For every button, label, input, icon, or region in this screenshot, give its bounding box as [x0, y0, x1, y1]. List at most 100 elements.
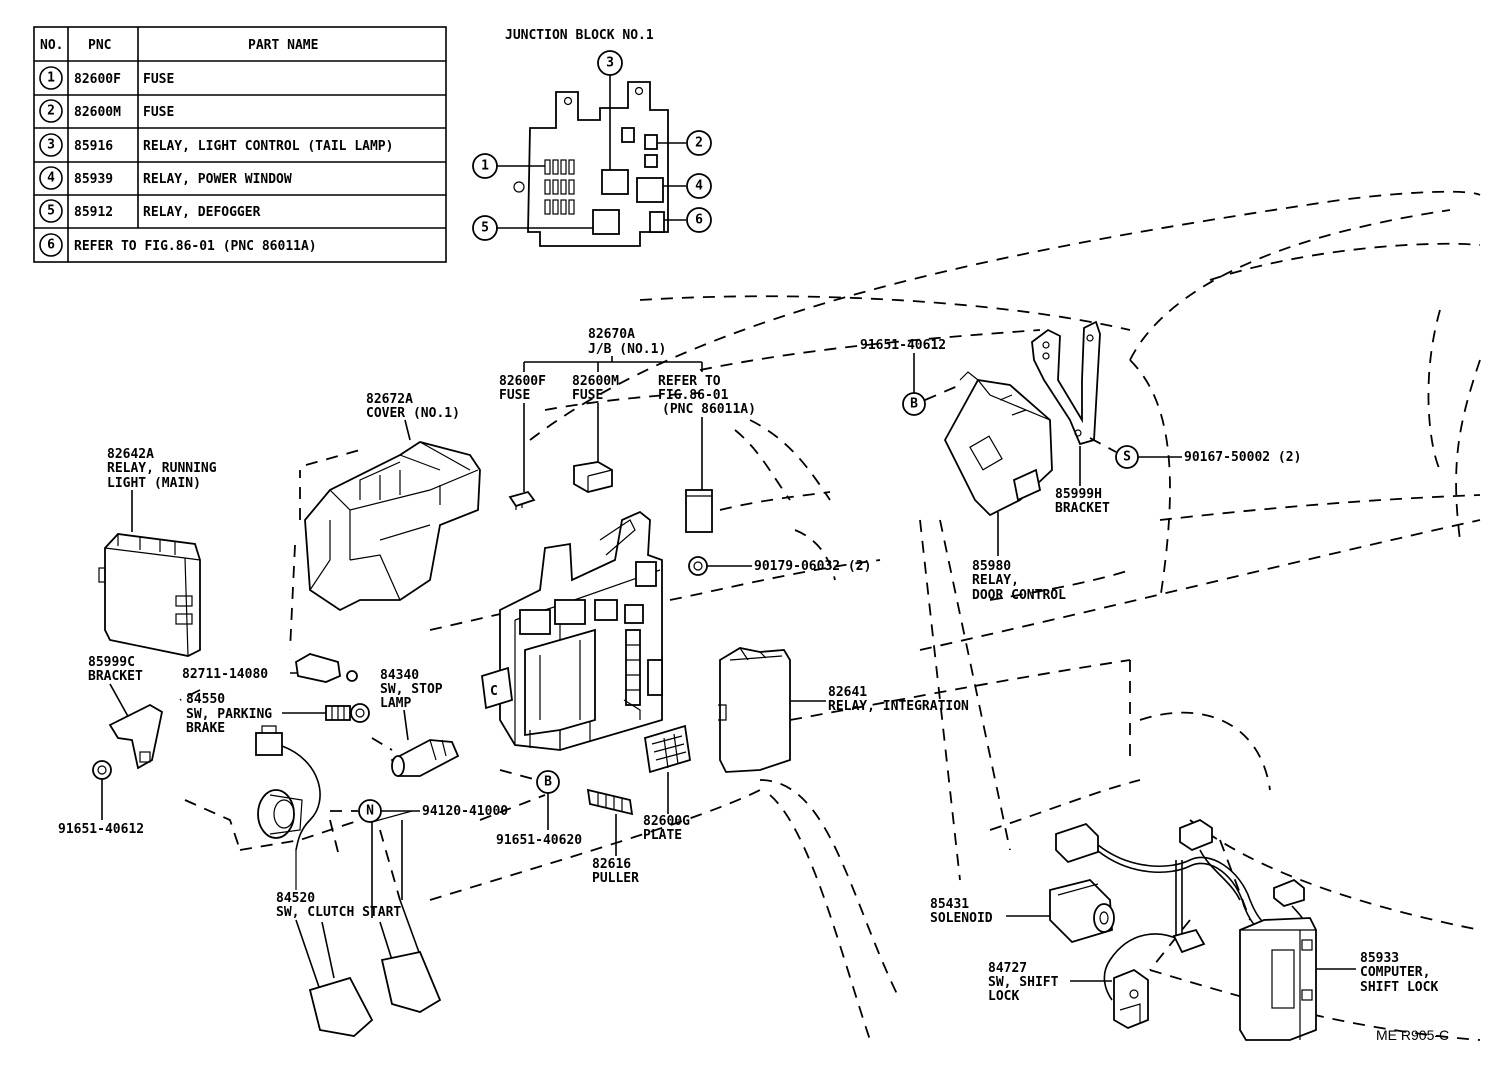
table-row-name: RELAY, POWER WINDOW: [143, 172, 292, 187]
sw-clutch-start: 84520 SW, CLUTCH START: [255, 725, 442, 1037]
bolt-center-pnc: 91651-40620: [496, 833, 582, 848]
shift-sw-name1: SW, SHIFT: [988, 975, 1059, 990]
plate-name: PLATE: [643, 828, 682, 843]
stop-pnc: 84340: [380, 668, 419, 683]
table-row-no: 1: [47, 71, 55, 86]
table-header-no: NO.: [40, 38, 63, 53]
table-row-pnc: 85939: [74, 172, 113, 187]
computer-name1: COMPUTER,: [1360, 965, 1430, 980]
stop-name2: LAMP: [380, 696, 411, 711]
cover-name: COVER (NO.1): [366, 406, 460, 421]
table-row-pnc: 82600F: [74, 72, 121, 87]
puller-name: PULLER: [592, 871, 639, 886]
puller-82616: 82616 PULLER: [586, 788, 639, 886]
bracket-right-name: BRACKET: [1055, 501, 1110, 516]
junction-callout: 1: [481, 159, 489, 174]
sw-parking-brake: 84550 SW, PARKING BRAKE: [186, 692, 370, 736]
junction-block-inset: JUNCTION BLOCK NO.1 1 2 3 4: [472, 28, 712, 247]
bracket-right-pnc: 85999H: [1055, 487, 1102, 502]
marker-b-right: B: [910, 397, 918, 412]
stop-name1: SW, STOP: [380, 682, 443, 697]
solenoid-pnc: 85431: [930, 897, 969, 912]
jb-part-number: 82670A: [588, 327, 635, 342]
solenoid-name: SOLENOID: [930, 911, 993, 926]
junction-callout: 4: [695, 179, 703, 194]
fuse-f-name: FUSE: [499, 388, 530, 403]
clip2-pnc: 90179-06032 (2): [754, 559, 871, 574]
integration-name: RELAY, INTEGRATION: [828, 699, 969, 714]
fuse-m-pnc: 82600M: [572, 374, 619, 389]
door-name1: RELAY,: [972, 573, 1019, 588]
table-row-no: 6: [47, 238, 55, 253]
junction-callout: 6: [695, 213, 703, 228]
bolt-left-pnc: 91651-40612: [58, 822, 144, 837]
nut-94120: N 94120-41000: [330, 799, 508, 823]
body-outline: [179, 190, 1481, 1041]
fuse-m-name: FUSE: [572, 388, 603, 403]
computer-pnc: 85933: [1360, 951, 1399, 966]
relay-run-name1: RELAY, RUNNING: [107, 461, 217, 476]
clip-90179: 90179-06032 (2): [688, 556, 871, 576]
table-header-pnc: PNC: [88, 38, 111, 53]
relay-86011a: [685, 489, 713, 533]
parking-pnc: 84550: [186, 692, 225, 707]
reference-code: ME R905-C: [1376, 1027, 1449, 1043]
clutch-pnc: 84520: [276, 891, 315, 906]
marker-c: C: [490, 684, 498, 699]
shift-lock-system: 85431 SOLENOID 84727 SW, SHIFT LOCK 8593…: [930, 818, 1438, 1041]
relay-run-name2: LIGHT (MAIN): [107, 476, 201, 491]
fuse-82600m: [573, 461, 613, 493]
table-row-no: 2: [47, 104, 55, 119]
bolt-center-91651: B 91651-40620: [496, 769, 582, 848]
parking-name1: SW, PARKING: [186, 707, 272, 722]
marker-b: B: [544, 775, 552, 790]
table-row-name: RELAY, DEFOGGER: [143, 205, 261, 220]
junction-callout: 3: [606, 56, 614, 71]
shift-sw-name2: LOCK: [988, 989, 1019, 1004]
clip-82711: 82711-14080: [182, 653, 358, 683]
jb-header: 82670A J/B (NO.1) 82600F FUSE 82600M FUS…: [499, 327, 756, 492]
refer-line-1: REFER TO: [658, 374, 721, 389]
bracket-left-pnc: 85999C: [88, 655, 135, 670]
table-row-no: 3: [47, 138, 55, 153]
cover-pnc: 82672A: [366, 392, 413, 407]
plate-82600g: 82600G PLATE: [643, 724, 692, 843]
table-row-name: FUSE: [143, 105, 174, 120]
door-name2: DOOR CONTROL: [972, 588, 1066, 603]
clutch-name: SW, CLUTCH START: [276, 905, 401, 920]
fuse-f-pnc: 82600F: [499, 374, 546, 389]
table-row-pnc: 82600M: [74, 105, 121, 120]
sw-stop-lamp: 84340 SW, STOP LAMP: [371, 668, 460, 777]
junction-block-title: JUNCTION BLOCK NO.1: [505, 28, 654, 43]
table-row-name: FUSE: [143, 72, 174, 87]
integration-pnc: 82641: [828, 685, 867, 700]
shift-sw-pnc: 84727: [988, 961, 1027, 976]
jb-description: J/B (NO.1): [588, 342, 666, 357]
fuse-82600f: [508, 490, 536, 510]
bracket-left: 85999C BRACKET 91651-40612: [58, 655, 164, 837]
junction-block-unit: C: [481, 510, 663, 751]
table-header-part-name: PART NAME: [248, 38, 318, 53]
relay-integration: 82641 RELAY, INTEGRATION: [718, 647, 969, 773]
nut-pnc: 94120-41000: [422, 804, 508, 819]
table-row-no: 4: [47, 171, 55, 186]
plate-pnc: 82600G: [643, 814, 690, 829]
bolt-right-pnc: 91651-40612: [860, 338, 946, 353]
puller-pnc: 82616: [592, 857, 631, 872]
parking-name2: BRAKE: [186, 721, 225, 736]
relay-running-light: 82642A RELAY, RUNNING LIGHT (MAIN): [98, 447, 217, 657]
relay-door-control: 91651-40612 B 85980 RELAY, DOOR CONTROL: [860, 338, 1066, 603]
cover-no1: 82672A COVER (NO.1): [299, 392, 481, 612]
table-row-name: RELAY, LIGHT CONTROL (TAIL LAMP): [143, 139, 393, 154]
table-row-pnc: 85916: [74, 139, 113, 154]
refer-line-2: FIG.86-01: [658, 388, 729, 403]
bracket-right: 85999H BRACKET S 90167-50002 (2): [1031, 320, 1301, 516]
bracket-left-name: BRACKET: [88, 669, 143, 684]
relay-run-pnc: 82642A: [107, 447, 154, 462]
marker-n: N: [366, 804, 374, 819]
door-pnc: 85980: [972, 559, 1011, 574]
junction-callout: 5: [481, 221, 489, 236]
parts-table: NO. PNC PART NAME 1 82600F FUSE 2 82600M…: [33, 26, 447, 263]
table-row-no: 5: [47, 204, 55, 219]
